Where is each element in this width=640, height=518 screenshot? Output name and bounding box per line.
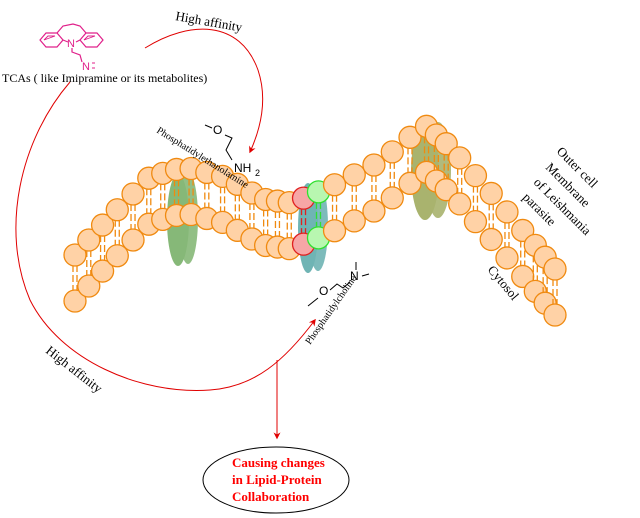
pc-amine-label: N	[350, 269, 359, 283]
amine-nitrogen-label: N	[82, 61, 90, 73]
lipid-head-inner	[63, 289, 87, 313]
lipid-head-inner	[398, 171, 422, 195]
lipid-head-outer	[479, 181, 503, 206]
lipid-head-outer	[448, 146, 472, 170]
lipid-head-inner	[380, 186, 404, 210]
imipramine-structure-icon	[39, 23, 104, 63]
lipid-head-outer	[63, 243, 87, 267]
lipid-head-outer	[543, 257, 567, 281]
top-affinity-arrow	[144, 28, 264, 154]
pc-oxygen-label: O	[319, 284, 328, 298]
lipid-head-inner	[463, 209, 488, 234]
lipid-head-outer	[77, 228, 101, 252]
lipid-head-inner	[105, 244, 129, 268]
pc-name-label: Phosphatidylcholine	[303, 273, 359, 347]
pe-oxygen-label: O	[213, 123, 222, 137]
lipid-head-inner	[479, 227, 503, 252]
phosphatidylcholine-structure-icon	[307, 262, 370, 307]
lipid-head-inner	[77, 274, 101, 298]
lipid-head-inner	[121, 228, 145, 252]
drug-label: TCAs ( like Imipramine or its metabolite…	[2, 71, 207, 85]
lipid-head-outer	[434, 132, 458, 156]
outcome-line-3: Collaboration	[232, 489, 310, 504]
lipid-head-inner	[362, 199, 386, 223]
lipid-head-outer	[511, 218, 535, 243]
lipid-head-inner	[448, 192, 472, 216]
circular-affinity-arrow	[15, 81, 316, 391]
ring-nitrogen-label: N	[67, 38, 75, 50]
outcome-ellipse	[202, 446, 350, 514]
lipid-head-outer	[362, 153, 386, 177]
lipid-head-outer	[322, 173, 347, 197]
lipid-head-outer	[380, 140, 404, 164]
bottom-affinity-label: High affinity	[43, 343, 106, 397]
lipid-head-inner	[495, 246, 519, 270]
lipid-bilayer	[63, 114, 567, 327]
phosphatidylethanolamine-structure-icon	[204, 124, 233, 161]
pe-amine-subscript: 2	[255, 168, 260, 178]
pe-amine-label: NH	[234, 161, 251, 175]
lipid-head-outer	[105, 198, 129, 222]
outcome-line-1: Causing changes	[232, 455, 325, 470]
lipid-head-outer	[90, 213, 115, 237]
outcome-line-2: in Lipid-Protein	[232, 472, 322, 487]
lipid-head-outer	[463, 163, 488, 188]
lipid-head-inner	[342, 209, 366, 233]
lipid-head-outer	[495, 200, 519, 224]
lipid-head-inner	[322, 219, 347, 243]
lipid-head-outer	[398, 125, 422, 149]
lipid-head-outer	[342, 163, 366, 187]
lipid-head-outer	[121, 182, 145, 206]
lipid-head-inner	[543, 303, 567, 327]
lipid-head-inner	[90, 259, 115, 283]
